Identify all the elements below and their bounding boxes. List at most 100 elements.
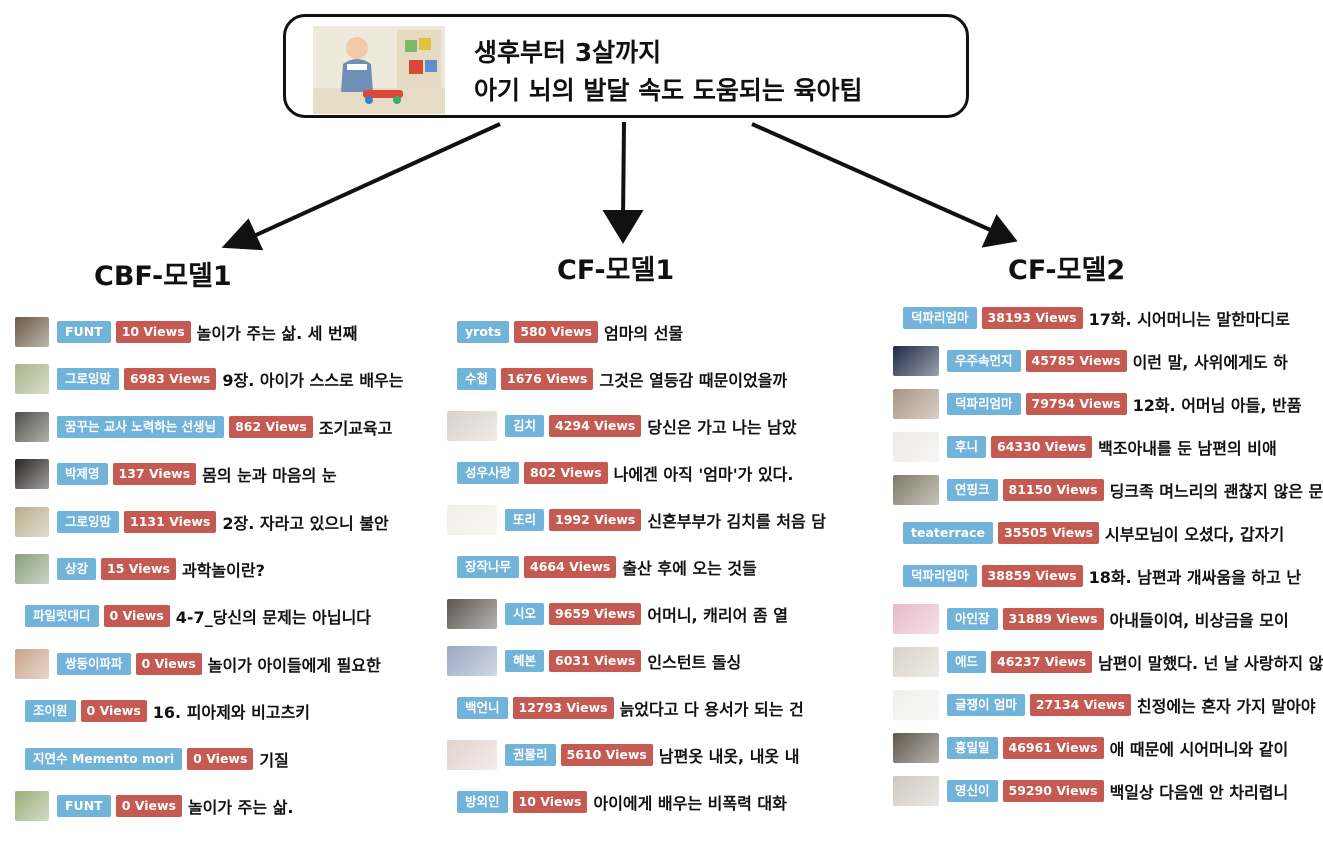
author-badge[interactable]: 상강: [57, 558, 97, 580]
article-title[interactable]: 아이에게 배우는 비폭력 대화: [593, 794, 787, 813]
article-title[interactable]: 과학놀이란?: [181, 561, 265, 580]
author-badge[interactable]: 흥밀밀: [947, 737, 998, 759]
author-badge[interactable]: 애드: [947, 651, 987, 673]
author-badge[interactable]: 글쟁이 엄마: [947, 694, 1025, 716]
author-badge[interactable]: 시오: [505, 603, 545, 625]
article-title[interactable]: 몸의 눈과 마음의 눈: [202, 466, 337, 485]
article-title[interactable]: 놀이가 주는 삶.: [187, 798, 294, 817]
article-title[interactable]: 딩크족 며느리의 괜찮지 않은 문: [1109, 482, 1323, 501]
author-badge[interactable]: 권물리: [505, 744, 556, 766]
article-title[interactable]: 애 때문에 시어머니와 같이: [1109, 740, 1289, 759]
author-badge[interactable]: 아인잠: [947, 608, 998, 630]
article-title[interactable]: 이런 말, 사위에게도 하: [1132, 353, 1288, 372]
article-title[interactable]: 9장. 아이가 스스로 배우는: [222, 371, 404, 390]
article-title[interactable]: 12화. 어머님 아들, 반품: [1132, 396, 1302, 415]
article-title[interactable]: 그것은 열등감 때문이었을까: [599, 371, 788, 390]
author-badge[interactable]: 덕파리엄마: [903, 307, 977, 329]
article-title[interactable]: 당신은 가고 나는 남았: [647, 418, 797, 437]
article-title[interactable]: 놀이가 주는 삶. 세 번째: [196, 324, 358, 343]
source-article-box[interactable]: 생후부터 3살까지 아기 뇌의 발달 속도 도움되는 육아팁: [283, 14, 969, 118]
author-badge[interactable]: 쌍둥이파파: [57, 653, 131, 675]
author-badge[interactable]: FUNT: [57, 321, 111, 343]
article-title[interactable]: 인스턴트 돌싱: [647, 653, 742, 672]
author-badge[interactable]: 후니: [947, 436, 987, 458]
author-badge[interactable]: 장작나무: [457, 556, 520, 578]
article-title[interactable]: 남편이 말했다. 넌 날 사랑하지 않: [1098, 654, 1323, 673]
author-badge[interactable]: 성우사랑: [457, 462, 520, 484]
author-badge[interactable]: 그로잉맘: [57, 368, 120, 390]
article-title[interactable]: 18화. 남편과 개싸움을 하고 난: [1088, 568, 1302, 587]
article-title[interactable]: 조기교육고: [318, 419, 393, 438]
author-badge[interactable]: 덕파리엄마: [903, 565, 977, 587]
article-title[interactable]: 엄마의 선물: [603, 324, 684, 343]
author-badge[interactable]: 우주속먼지: [947, 350, 1021, 372]
article-title[interactable]: 시부모님이 오셨다, 갑자기: [1105, 525, 1285, 544]
author-badge[interactable]: 파일럿대디: [25, 605, 99, 627]
author-badge[interactable]: 지연수 Memento mori: [25, 748, 183, 770]
article-title[interactable]: 출산 후에 오는 것들: [622, 559, 757, 578]
article-title[interactable]: 17화. 시어머니는 말한마디로: [1088, 310, 1290, 329]
article-title[interactable]: 16. 피아제와 비고츠키: [152, 703, 311, 722]
author-badge[interactable]: yrots: [457, 321, 510, 343]
author-badge[interactable]: 김치: [505, 415, 545, 437]
article-title[interactable]: 기질: [259, 751, 289, 770]
author-badge[interactable]: 영신이: [947, 780, 998, 802]
article-title[interactable]: 아내들이여, 비상금을 모이: [1109, 611, 1289, 630]
author-badge[interactable]: 덕파리엄마: [947, 393, 1021, 415]
article-title[interactable]: 4-7_당신의 문제는 아닙니다: [175, 608, 372, 627]
article-title[interactable]: 늙었다고 다 용서가 되는 건: [619, 700, 804, 719]
article-title[interactable]: 백조아내를 둔 남편의 비애: [1098, 439, 1277, 458]
article-title[interactable]: 나에겐 아직 '엄마'가 있다.: [613, 465, 794, 484]
author-badge[interactable]: 연핑크: [947, 479, 998, 501]
article-title[interactable]: 어머니, 캐리어 좀 열: [647, 606, 788, 625]
article-title[interactable]: 2장. 자라고 있으니 불안: [222, 514, 389, 533]
article-title[interactable]: 놀이가 아이들에게 필요한: [207, 656, 381, 675]
author-badge[interactable]: 방외인: [457, 791, 508, 813]
author-badge[interactable]: 혜본: [505, 650, 545, 672]
article-title[interactable]: 남편옷 내옷, 내옷 내: [658, 747, 800, 766]
author-badge[interactable]: FUNT: [57, 795, 111, 817]
author-badge[interactable]: 그로잉맘: [57, 511, 120, 533]
author-badge[interactable]: 조이원: [25, 700, 76, 722]
author-badge[interactable]: 백언니: [457, 697, 508, 719]
article-title[interactable]: 친정에는 혼자 가지 말아야: [1136, 697, 1316, 716]
author-badge[interactable]: 수첩: [457, 368, 497, 390]
author-badge[interactable]: 또리: [505, 509, 545, 531]
author-badge[interactable]: teaterrace: [903, 522, 993, 544]
author-badge[interactable]: 박제영: [57, 463, 108, 485]
article-title[interactable]: 백일상 다음엔 안 차리렵니: [1109, 783, 1289, 802]
article-title[interactable]: 신혼부부가 김치를 처음 담: [647, 512, 827, 531]
